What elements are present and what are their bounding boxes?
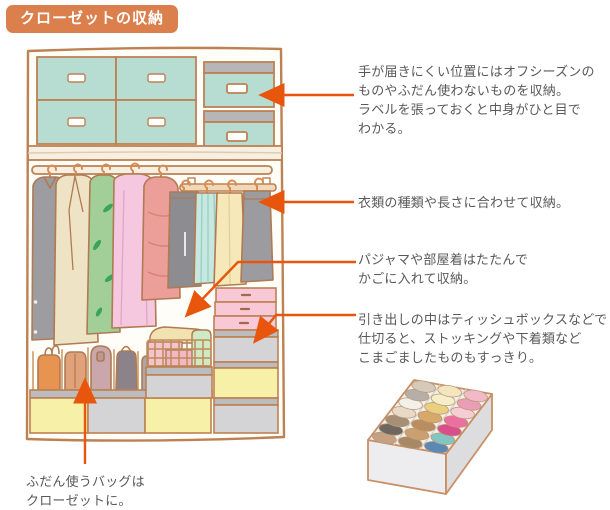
hanger-hooks bbox=[47, 162, 264, 193]
title-badge: クローゼットの収納 bbox=[6, 5, 179, 33]
shelf-line bbox=[27, 151, 283, 154]
bag-dividers bbox=[32, 347, 161, 391]
orange-bag bbox=[37, 354, 61, 391]
title-text: クローゼットの収納 bbox=[20, 10, 165, 27]
basket-drawer bbox=[145, 366, 213, 399]
note-clothing: 衣類の種類や長さに合わせて収納。 bbox=[358, 195, 570, 210]
dark-bag bbox=[115, 350, 138, 391]
closet-illustration bbox=[25, 46, 286, 442]
teal-cabinet bbox=[36, 56, 197, 145]
note-offseason: 手が届きにくい位置にはオフシーズンの ものやふだん使わないものを収納。 ラベルを… bbox=[358, 64, 595, 136]
cabinet-handles bbox=[67, 73, 166, 127]
note-bags: ふだん使うバッグは クローゼットに。 bbox=[26, 474, 145, 508]
rolled-clothes bbox=[372, 380, 488, 454]
right-drawer-stack bbox=[213, 329, 279, 434]
main-rod bbox=[31, 165, 273, 175]
note-pajamas: パジャマや部屋着はたたんで かごに入れて収納。 bbox=[358, 252, 529, 286]
organizer-dividers bbox=[393, 384, 467, 450]
bag-handle bbox=[44, 345, 60, 357]
bottom-drawer-row bbox=[29, 397, 212, 434]
note-drawers: 引き出しの中はティッシュボックスなどで 仕切ると、ストッキングや下着類など こま… bbox=[358, 312, 608, 365]
drawer-organizer-illustration bbox=[367, 379, 493, 495]
